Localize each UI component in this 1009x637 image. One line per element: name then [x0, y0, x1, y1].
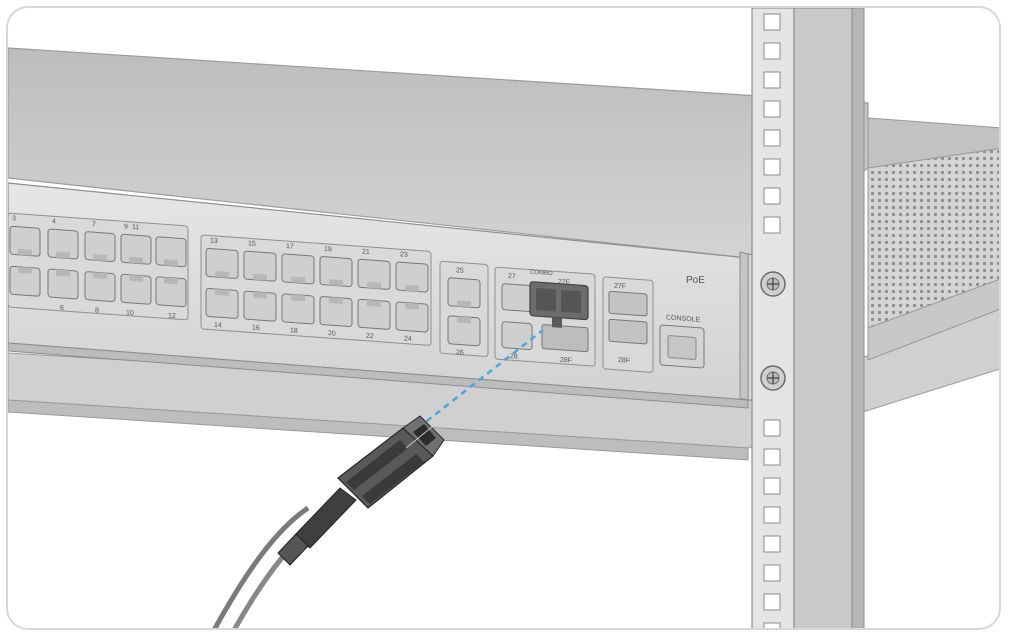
port-label: 27F	[558, 279, 570, 287]
port-label: 28F	[560, 357, 572, 365]
switch-installation-diagram: 3 4 7 9 11 13 15 17 19 21 23 6 8 10 12 1…	[8, 8, 999, 630]
port-label: 26	[456, 349, 464, 357]
rack-hole	[763, 216, 781, 234]
rack-hole	[763, 506, 781, 524]
sfp-slot-28f[interactable]	[541, 324, 589, 353]
rack-hole	[763, 129, 781, 147]
port-area: 3 4 7 9 11 13 15 17 19 21 23 6 8 10 12 1…	[8, 212, 705, 373]
port-label: 28	[510, 353, 518, 361]
sfp-module[interactable]	[529, 281, 589, 330]
port-label: 17	[286, 243, 294, 251]
port-label: 14	[214, 322, 222, 330]
lc-connector-icon[interactable]	[337, 415, 445, 509]
rack-hole	[763, 535, 781, 553]
rack-rail	[751, 8, 865, 628]
port-label: 21	[362, 248, 370, 256]
rack-hole	[763, 71, 781, 89]
port-label: 24	[404, 336, 412, 344]
rack-hole	[763, 448, 781, 466]
rj45-port-28[interactable]	[501, 321, 533, 351]
rear-chassis	[867, 117, 999, 361]
rack-hole	[763, 419, 781, 437]
port-label: 12	[168, 313, 176, 321]
port-label: 23	[400, 251, 408, 259]
rack-hole	[763, 42, 781, 60]
port-label: 25	[456, 267, 464, 275]
port-label: 13	[210, 238, 218, 246]
rack-hole	[763, 158, 781, 176]
console-port-socket	[667, 335, 697, 360]
port-label: 19	[324, 246, 332, 254]
port-label: 28F	[618, 357, 630, 365]
port-label: 3	[12, 215, 16, 222]
illustration-frame: 3 4 7 9 11 13 15 17 19 21 23 6 8 10 12 1…	[6, 6, 1001, 630]
port-label: 10	[126, 310, 134, 318]
rack-hole	[763, 13, 781, 31]
poe-label: PoE	[686, 275, 705, 286]
port-label: 20	[328, 330, 336, 338]
sfp-cage-28f[interactable]	[608, 318, 648, 345]
insertion-guide-line	[417, 329, 544, 429]
sfp-cage-27f[interactable]	[608, 290, 648, 317]
port-label: 18	[290, 327, 298, 335]
fiber-patch-cable[interactable]	[212, 487, 357, 630]
combo-label: COMBO	[530, 270, 553, 278]
screw-icon	[760, 271, 786, 297]
rack-hole	[763, 593, 781, 611]
rack-hole	[763, 100, 781, 118]
port-label: 15	[248, 240, 256, 248]
port-label: 27	[508, 273, 516, 281]
rack-hole	[763, 477, 781, 495]
port-label: 8	[95, 307, 99, 314]
screw-icon	[760, 365, 786, 391]
port-label: 6	[60, 305, 64, 312]
rj45-port[interactable]	[243, 250, 277, 282]
rj45-port[interactable]	[395, 261, 429, 293]
rj45-port-27[interactable]	[501, 283, 533, 313]
rack-hole	[763, 187, 781, 205]
port-label: 7	[92, 221, 96, 228]
rack-hole	[763, 564, 781, 582]
port-label: 16	[252, 325, 260, 333]
port-label: 9	[124, 223, 128, 230]
console-label: CONSOLE	[666, 314, 701, 323]
rack-hole	[763, 622, 781, 628]
port-label: 4	[52, 218, 56, 225]
port-label: 22	[366, 333, 374, 341]
port-label: 27F	[614, 283, 626, 291]
port-label: 11	[132, 224, 139, 232]
